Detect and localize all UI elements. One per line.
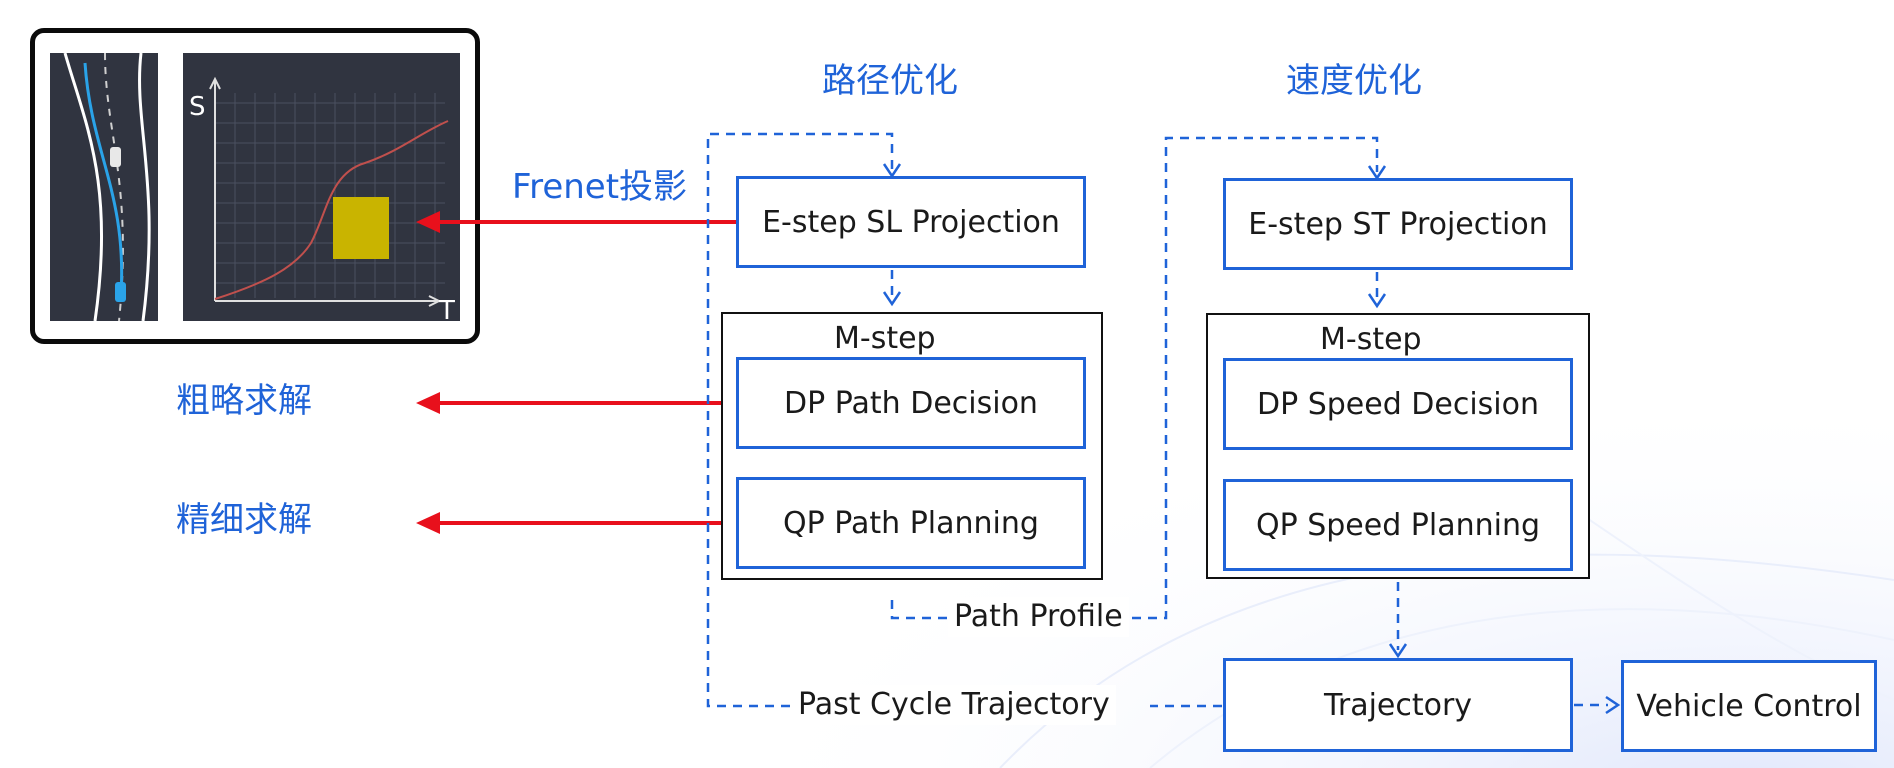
vehicle-control-box: Vehicle Control xyxy=(1621,660,1877,752)
trajectory-box: Trajectory xyxy=(1223,658,1573,752)
speed-profile-curve xyxy=(214,120,449,300)
frenet-projection-label: Frenet投影 xyxy=(508,168,692,206)
red-arrow-coarse xyxy=(416,392,738,414)
obstacle-car-icon xyxy=(110,147,121,167)
qp-speed-planning-box: QP Speed Planning xyxy=(1223,479,1573,571)
red-arrow-fine xyxy=(416,512,738,534)
obstacle-region xyxy=(333,197,389,259)
speed-estep-box: E-step ST Projection xyxy=(1223,178,1573,270)
dp-path-decision-box: DP Path Decision xyxy=(736,357,1086,449)
t-axis-label: T xyxy=(438,296,455,326)
path-loop-line xyxy=(890,600,956,620)
speed-optimization-header: 速度优化 xyxy=(1286,61,1422,101)
fine-solve-label: 精细求解 xyxy=(176,500,312,540)
path-mstep-label: M-step xyxy=(834,321,936,356)
past-cycle-trajectory-label: Past Cycle Trajectory xyxy=(792,685,1116,725)
path-profile-to-speed xyxy=(1132,136,1379,620)
speed-mstep-label: M-step xyxy=(1320,322,1422,357)
st-chart xyxy=(183,53,460,321)
ego-car-icon xyxy=(115,282,126,302)
planned-path-line xyxy=(83,62,124,296)
frenet-figure-panel: S T xyxy=(30,28,480,344)
path-optimization-header: 路径优化 xyxy=(822,61,958,101)
s-axis-label: S xyxy=(189,92,206,122)
red-arrow-frenet xyxy=(416,211,738,233)
path-estep-box: E-step SL Projection xyxy=(736,176,1086,268)
path-profile-label: Path Profile xyxy=(948,597,1129,637)
past-cycle-loop xyxy=(706,132,894,708)
qp-path-planning-box: QP Path Planning xyxy=(736,477,1086,569)
dp-speed-decision-box: DP Speed Decision xyxy=(1223,358,1573,450)
coarse-solve-label: 粗略求解 xyxy=(176,381,312,421)
